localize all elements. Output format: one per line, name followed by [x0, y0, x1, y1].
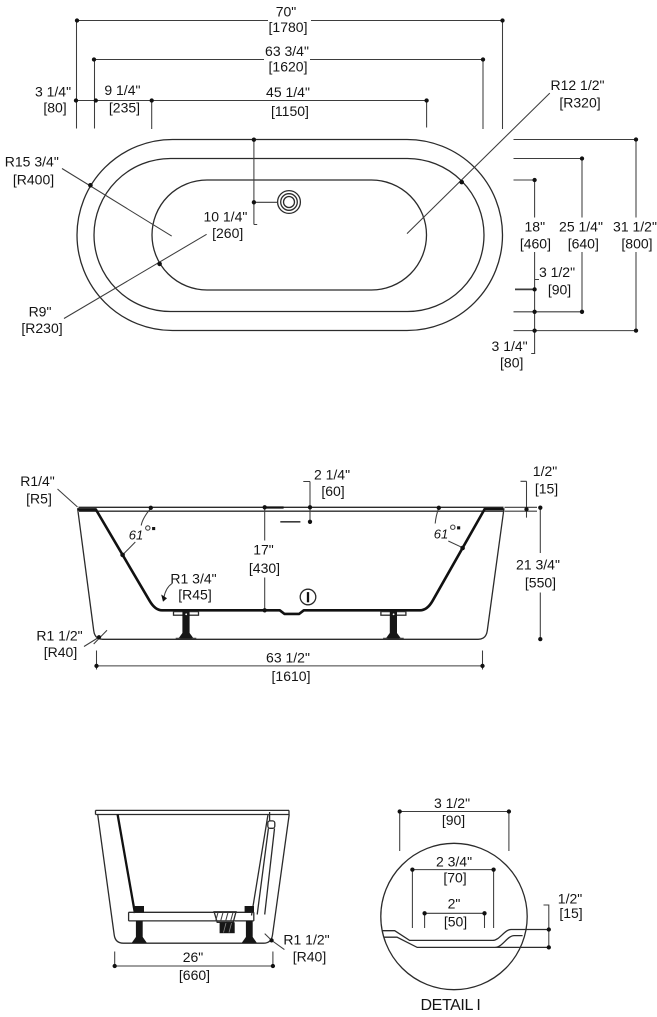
svg-text:3 1/4": 3 1/4"	[35, 84, 71, 100]
svg-text:45 1/4": 45 1/4"	[266, 84, 310, 100]
svg-text:3 1/2": 3 1/2"	[539, 264, 575, 280]
svg-text:R1/4": R1/4"	[20, 473, 55, 489]
svg-text:[460]: [460]	[520, 235, 551, 251]
svg-text:18": 18"	[525, 218, 546, 234]
svg-text:[1150]: [1150]	[271, 103, 309, 119]
svg-text:[70]: [70]	[443, 870, 466, 886]
svg-text:2": 2"	[448, 896, 461, 912]
svg-text:10 1/4": 10 1/4"	[203, 208, 247, 224]
svg-text:[15]: [15]	[559, 905, 582, 921]
svg-text:[640]: [640]	[568, 235, 599, 251]
svg-text:[R40]: [R40]	[293, 949, 326, 965]
svg-text:[90]: [90]	[548, 282, 571, 298]
svg-text:[550]: [550]	[525, 575, 556, 591]
svg-text:[80]: [80]	[500, 355, 523, 371]
svg-text:R1 3/4": R1 3/4"	[170, 571, 216, 587]
svg-text:21 3/4": 21 3/4"	[516, 557, 560, 573]
svg-text:61: 61	[129, 528, 143, 543]
svg-text:[430]: [430]	[249, 560, 280, 576]
svg-text:3 1/2": 3 1/2"	[434, 795, 470, 811]
svg-text:63 1/2": 63 1/2"	[266, 650, 310, 666]
svg-text:[1780]: [1780]	[269, 19, 308, 35]
svg-text:70": 70"	[276, 4, 297, 20]
svg-text:2 3/4": 2 3/4"	[436, 854, 472, 870]
svg-text:R1 1/2": R1 1/2"	[283, 932, 329, 948]
svg-text:R15 3/4": R15 3/4"	[5, 154, 59, 170]
svg-text:[660]: [660]	[179, 967, 210, 983]
svg-text:R12 1/2": R12 1/2"	[550, 77, 604, 93]
svg-text:[R45]: [R45]	[178, 587, 211, 603]
svg-text:[260]: [260]	[212, 225, 243, 241]
svg-text:[50]: [50]	[444, 914, 467, 930]
svg-text:31 1/2": 31 1/2"	[613, 218, 657, 234]
svg-text:[R400]: [R400]	[13, 172, 54, 188]
svg-text:17": 17"	[253, 542, 274, 558]
svg-text:9 1/4": 9 1/4"	[104, 82, 140, 98]
svg-text:61: 61	[434, 527, 448, 542]
svg-text:26": 26"	[183, 949, 204, 965]
svg-text:[R230]: [R230]	[21, 320, 62, 336]
svg-text:[R5]: [R5]	[26, 491, 52, 507]
svg-text:63 3/4": 63 3/4"	[265, 43, 309, 59]
svg-text:[1620]: [1620]	[269, 59, 308, 75]
svg-text:1/2": 1/2"	[558, 891, 582, 907]
svg-text:[235]: [235]	[109, 100, 140, 116]
svg-text:[60]: [60]	[321, 483, 344, 499]
svg-text:[800]: [800]	[621, 235, 652, 251]
svg-text:[80]: [80]	[43, 100, 66, 116]
svg-text:[1610]: [1610]	[272, 668, 311, 684]
svg-text:R1 1/2": R1 1/2"	[36, 628, 82, 644]
svg-text:[R40]: [R40]	[44, 644, 77, 660]
svg-text:25 1/4": 25 1/4"	[559, 218, 603, 234]
svg-text:[15]: [15]	[535, 481, 558, 497]
svg-text:[90]: [90]	[442, 812, 465, 828]
svg-text:[R320]: [R320]	[559, 95, 600, 111]
svg-text:DETAIL I: DETAIL I	[421, 997, 481, 1014]
svg-text:3 1/4": 3 1/4"	[492, 338, 528, 354]
svg-text:R9": R9"	[29, 304, 52, 320]
svg-text:2 1/4": 2 1/4"	[314, 467, 350, 483]
svg-text:1/2": 1/2"	[533, 463, 557, 479]
